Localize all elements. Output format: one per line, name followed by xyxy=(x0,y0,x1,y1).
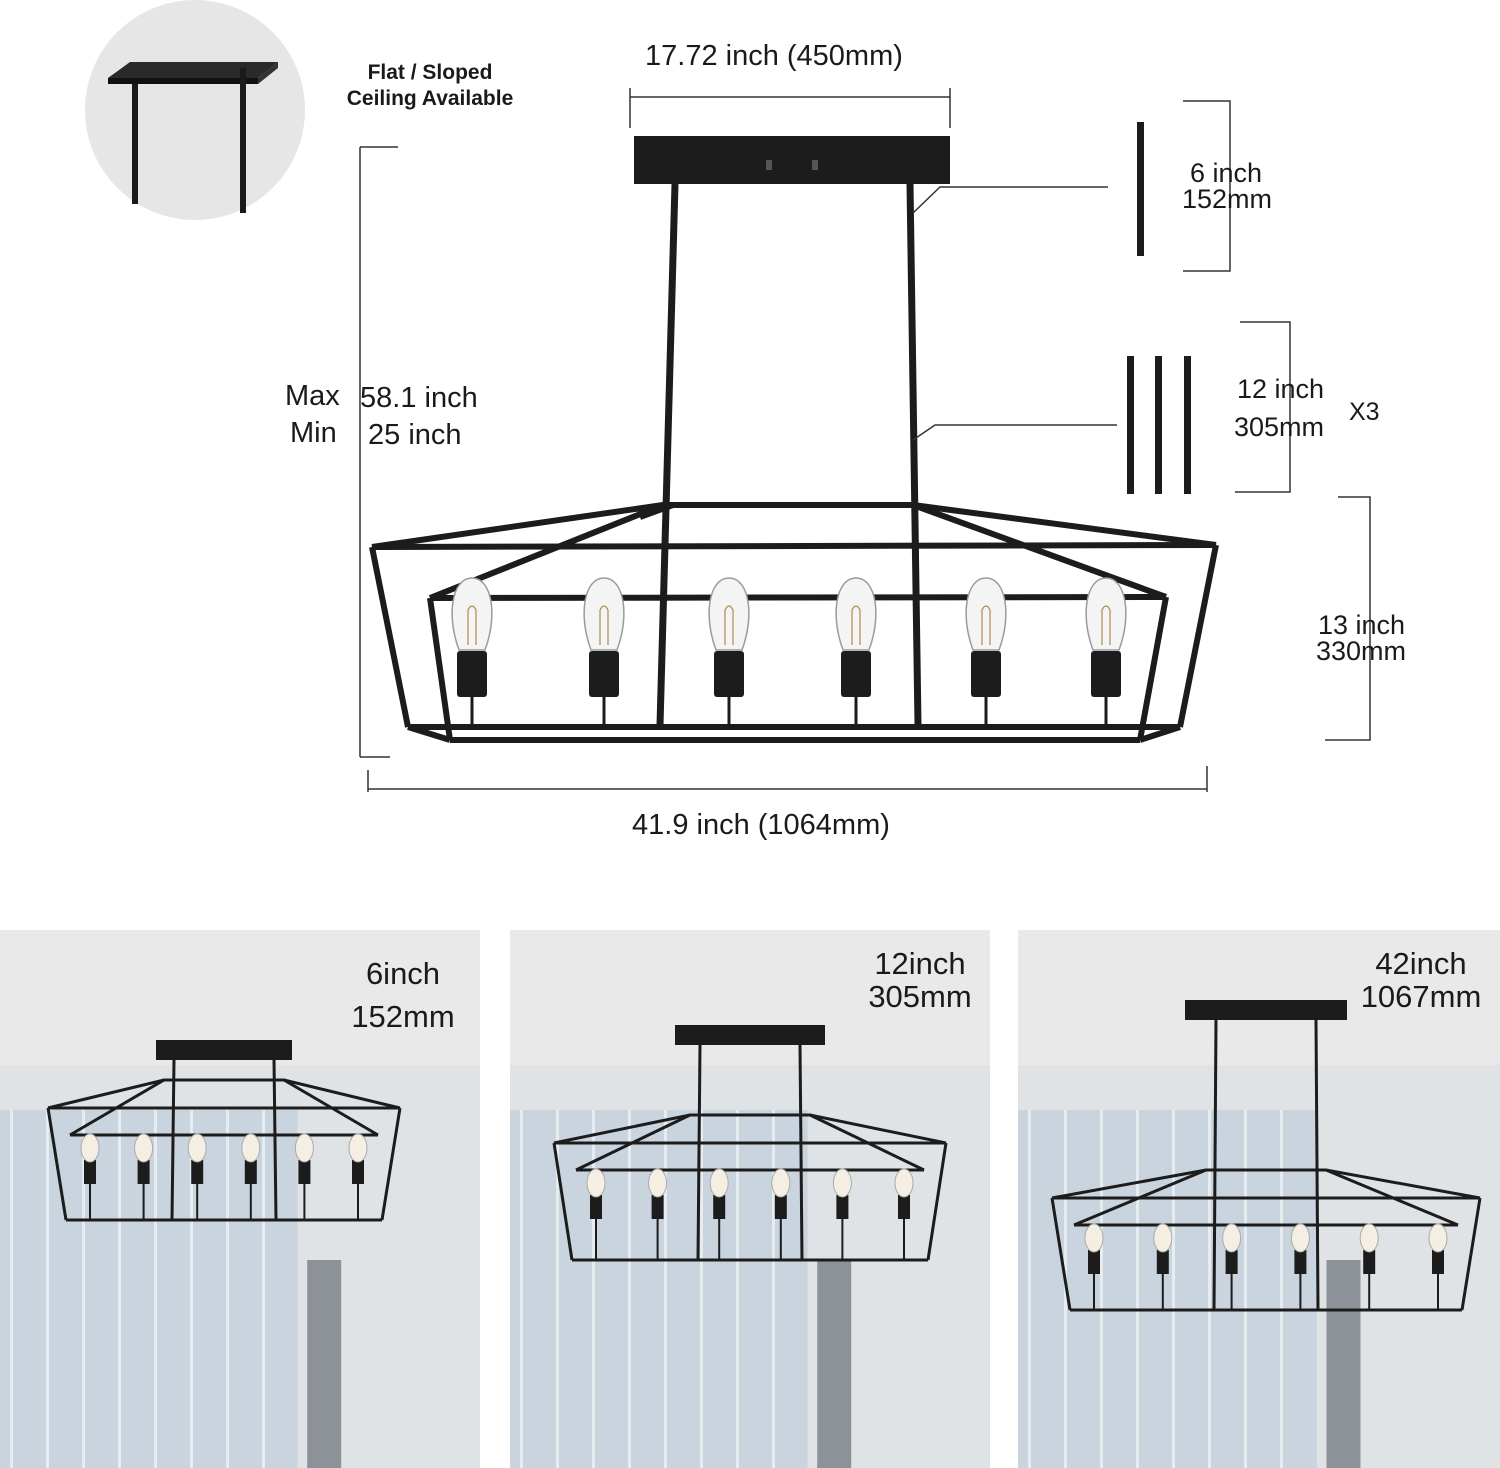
variant-caption: 6inch 152mm xyxy=(351,956,455,1034)
variant-photo-6inch: 6inch 152mm xyxy=(0,930,480,1468)
rod-short-mm: 152mm xyxy=(1182,184,1273,214)
ceiling-note-line2: Ceiling Available xyxy=(346,87,514,111)
min-value: 25 inch xyxy=(368,419,462,451)
variant-photo-42inch: 42inch 1067mm xyxy=(1018,930,1500,1468)
bulb-6 xyxy=(1085,577,1127,725)
max-label: Max xyxy=(285,380,340,412)
overall-width-dimension xyxy=(367,766,1208,792)
cage-height-mm: 330mm xyxy=(1316,636,1407,666)
fixture-diagram xyxy=(85,0,1371,792)
variant-photo-12inch: 12inch 305mm xyxy=(510,930,990,1468)
min-label: Min xyxy=(290,417,337,449)
ceiling-inset xyxy=(85,0,305,220)
ceiling-note: Flat / Sloped Ceiling Available xyxy=(325,60,535,113)
rod-short-in: 6 inch xyxy=(1190,158,1263,188)
rod-long-qty: X3 xyxy=(1349,398,1380,426)
rod-long-in: 12 inch xyxy=(1237,374,1325,404)
bulb-3 xyxy=(708,577,750,725)
long-rods-illustration xyxy=(1127,321,1291,494)
variant-caption: 42inch 1067mm xyxy=(1360,946,1482,1014)
cage-height-in: 13 inch xyxy=(1318,610,1406,640)
canopy-width-label: 17.72 inch (450mm) xyxy=(645,40,903,72)
cage-height-bracket xyxy=(1325,496,1371,741)
rod-long-mm: 305mm xyxy=(1234,412,1325,442)
bulb-2 xyxy=(583,577,625,725)
max-value: 58.1 inch xyxy=(360,382,478,414)
variant-caption: 12inch 305mm xyxy=(868,946,972,1014)
ceiling-note-line1: Flat / Sloped xyxy=(367,61,493,84)
canopy-width-dimension xyxy=(629,88,951,128)
bulb-1 xyxy=(451,577,493,725)
cage-frame xyxy=(369,502,1219,743)
overall-width-label: 41.9 inch (1064mm) xyxy=(632,809,890,841)
bulb-4 xyxy=(835,577,877,725)
bulb-5 xyxy=(965,577,1007,725)
down-rods xyxy=(656,183,922,726)
height-dimension xyxy=(359,146,398,758)
canopy xyxy=(634,136,950,184)
short-rod-illustration xyxy=(1137,100,1231,272)
bulbs xyxy=(451,577,1127,725)
